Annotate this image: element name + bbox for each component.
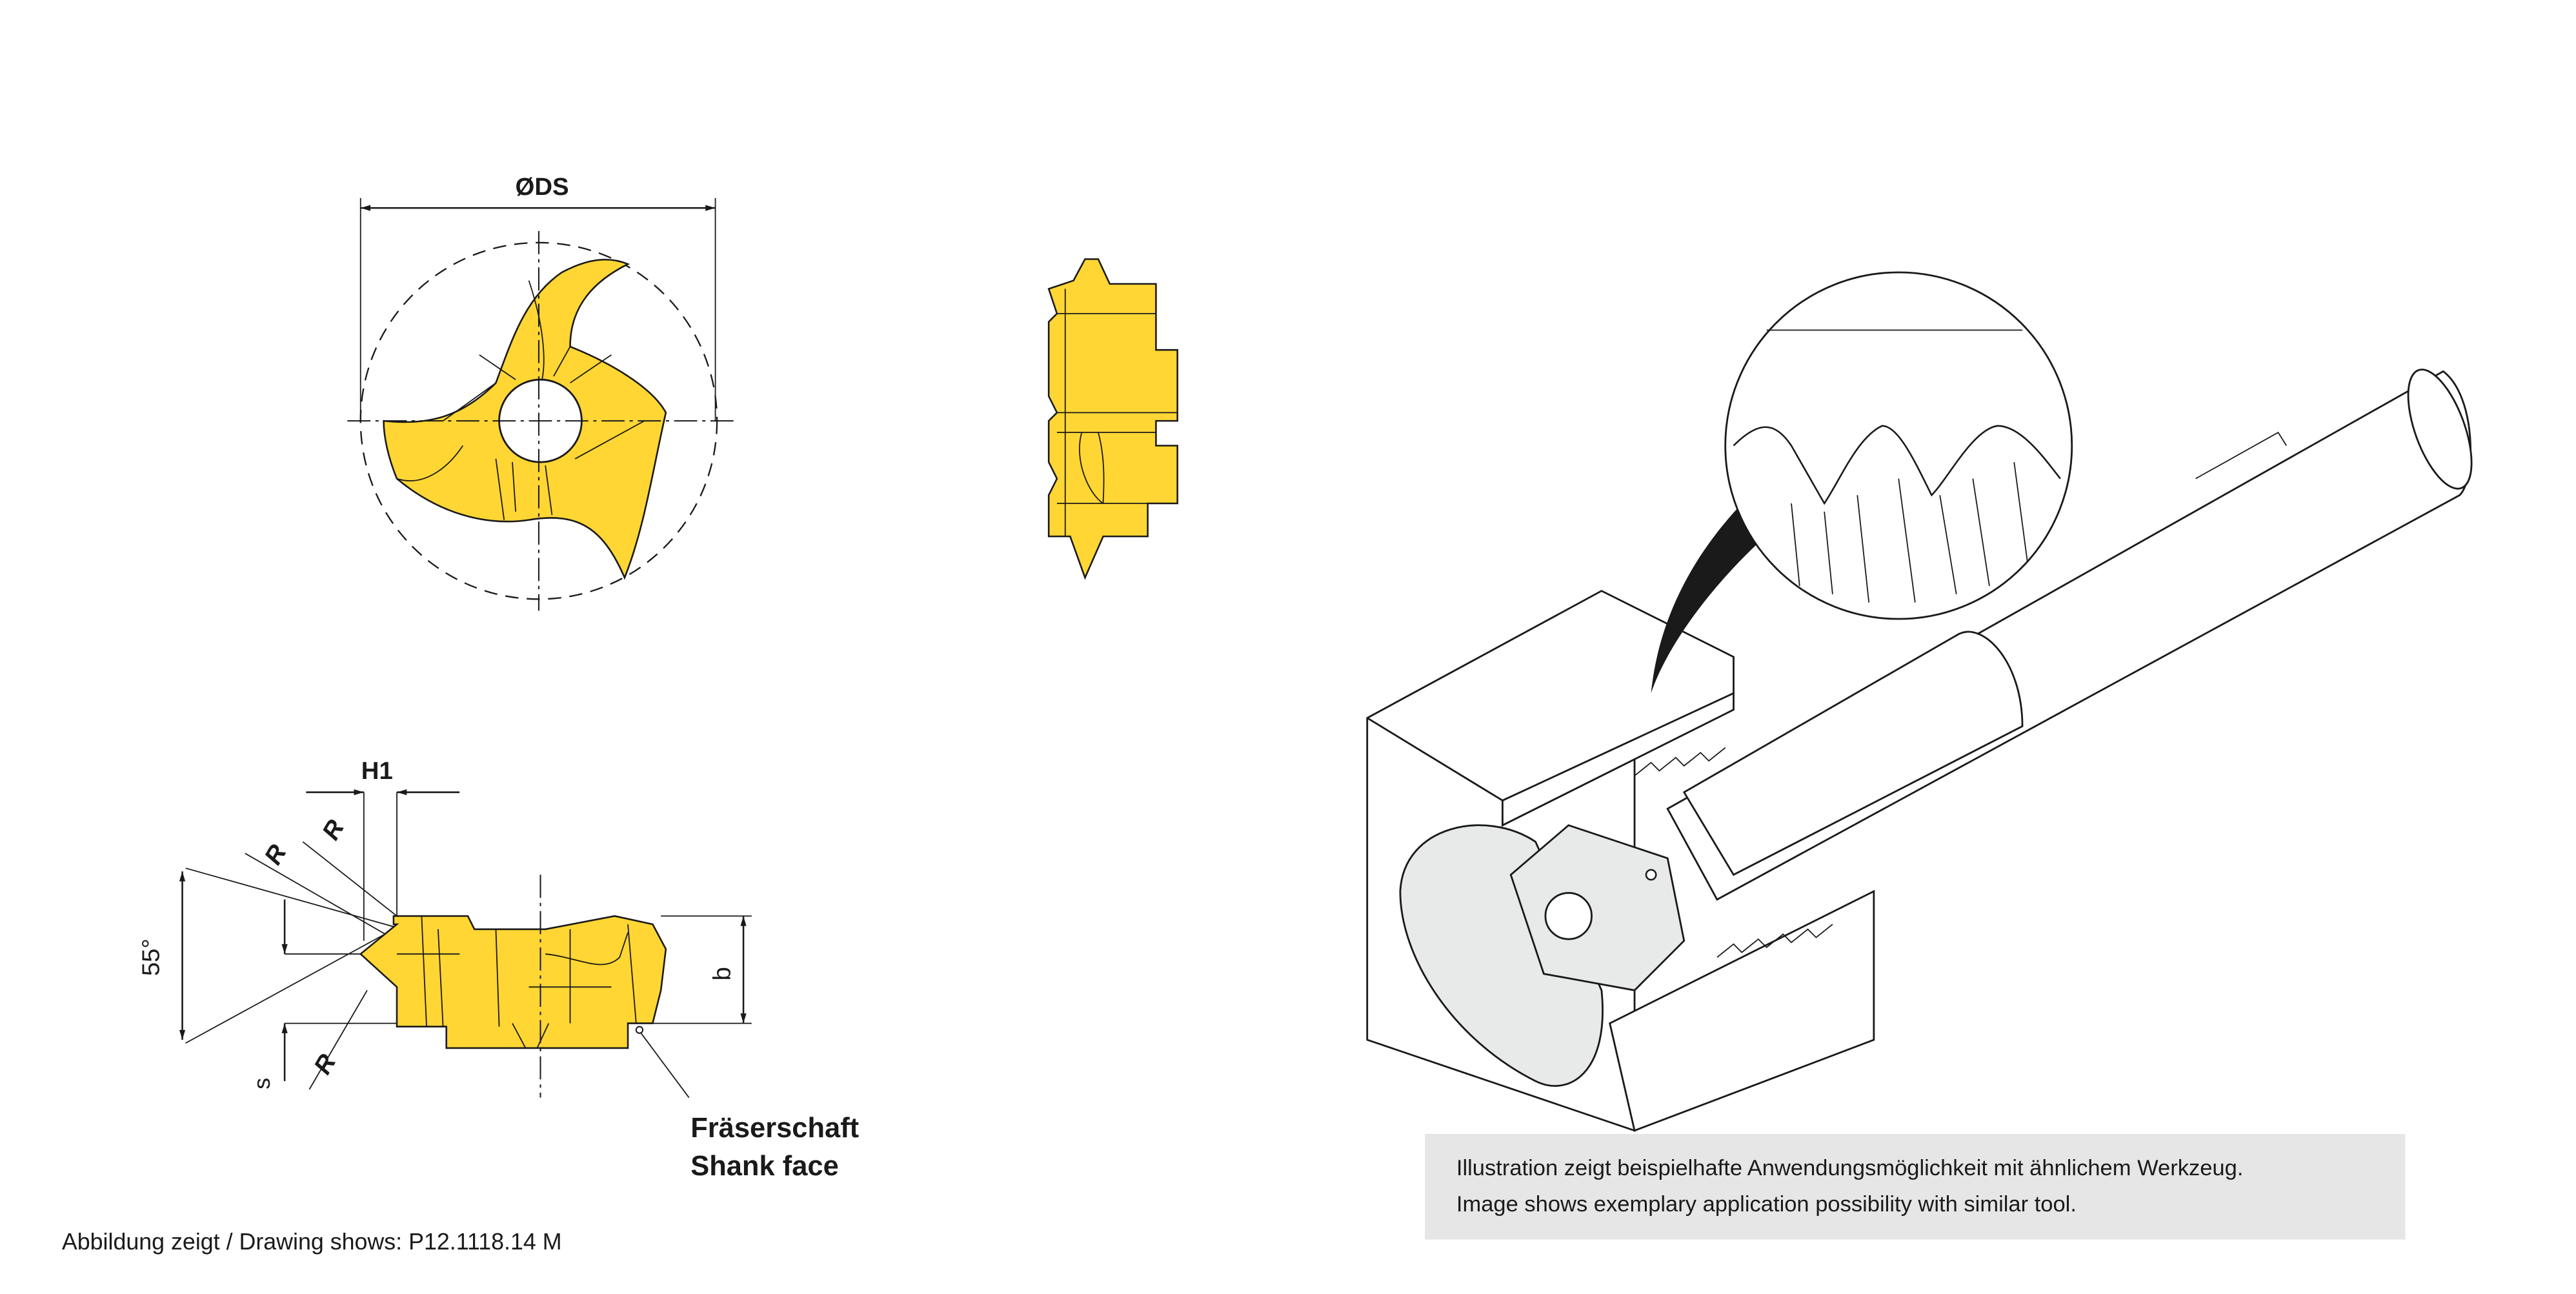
illustration-caption: Illustration zeigt beispielhafte Anwendu…: [1425, 1133, 2406, 1240]
radius-label-3: R: [308, 1049, 341, 1079]
insert-side-view: [1047, 258, 1178, 580]
insert-profile-view: H1 55° R R R s b Fräserschaft Shank face: [137, 757, 859, 1182]
drawing-shows-note: Abbildung zeigt / Drawing shows: P12.111…: [62, 1229, 562, 1255]
application-illustration: [1366, 271, 2473, 1132]
caption-de: Illustration zeigt beispielhafte Anwendu…: [1456, 1156, 2244, 1180]
radius-label-1: R: [259, 840, 292, 869]
magnifier-detail: [1724, 271, 2073, 620]
shank-label-en: Shank face: [690, 1151, 839, 1182]
angle-label: 55°: [137, 938, 165, 976]
insert-top-view: ØDS: [347, 173, 736, 611]
b-label: b: [709, 967, 736, 980]
caption-en: Image shows exemplary application possib…: [1456, 1192, 2077, 1217]
shank-label-de: Fräserschaft: [690, 1113, 859, 1144]
h1-label: H1: [361, 757, 393, 785]
diameter-label: ØDS: [515, 173, 569, 201]
s-label: s: [249, 1078, 275, 1089]
radius-label-2: R: [317, 815, 350, 845]
